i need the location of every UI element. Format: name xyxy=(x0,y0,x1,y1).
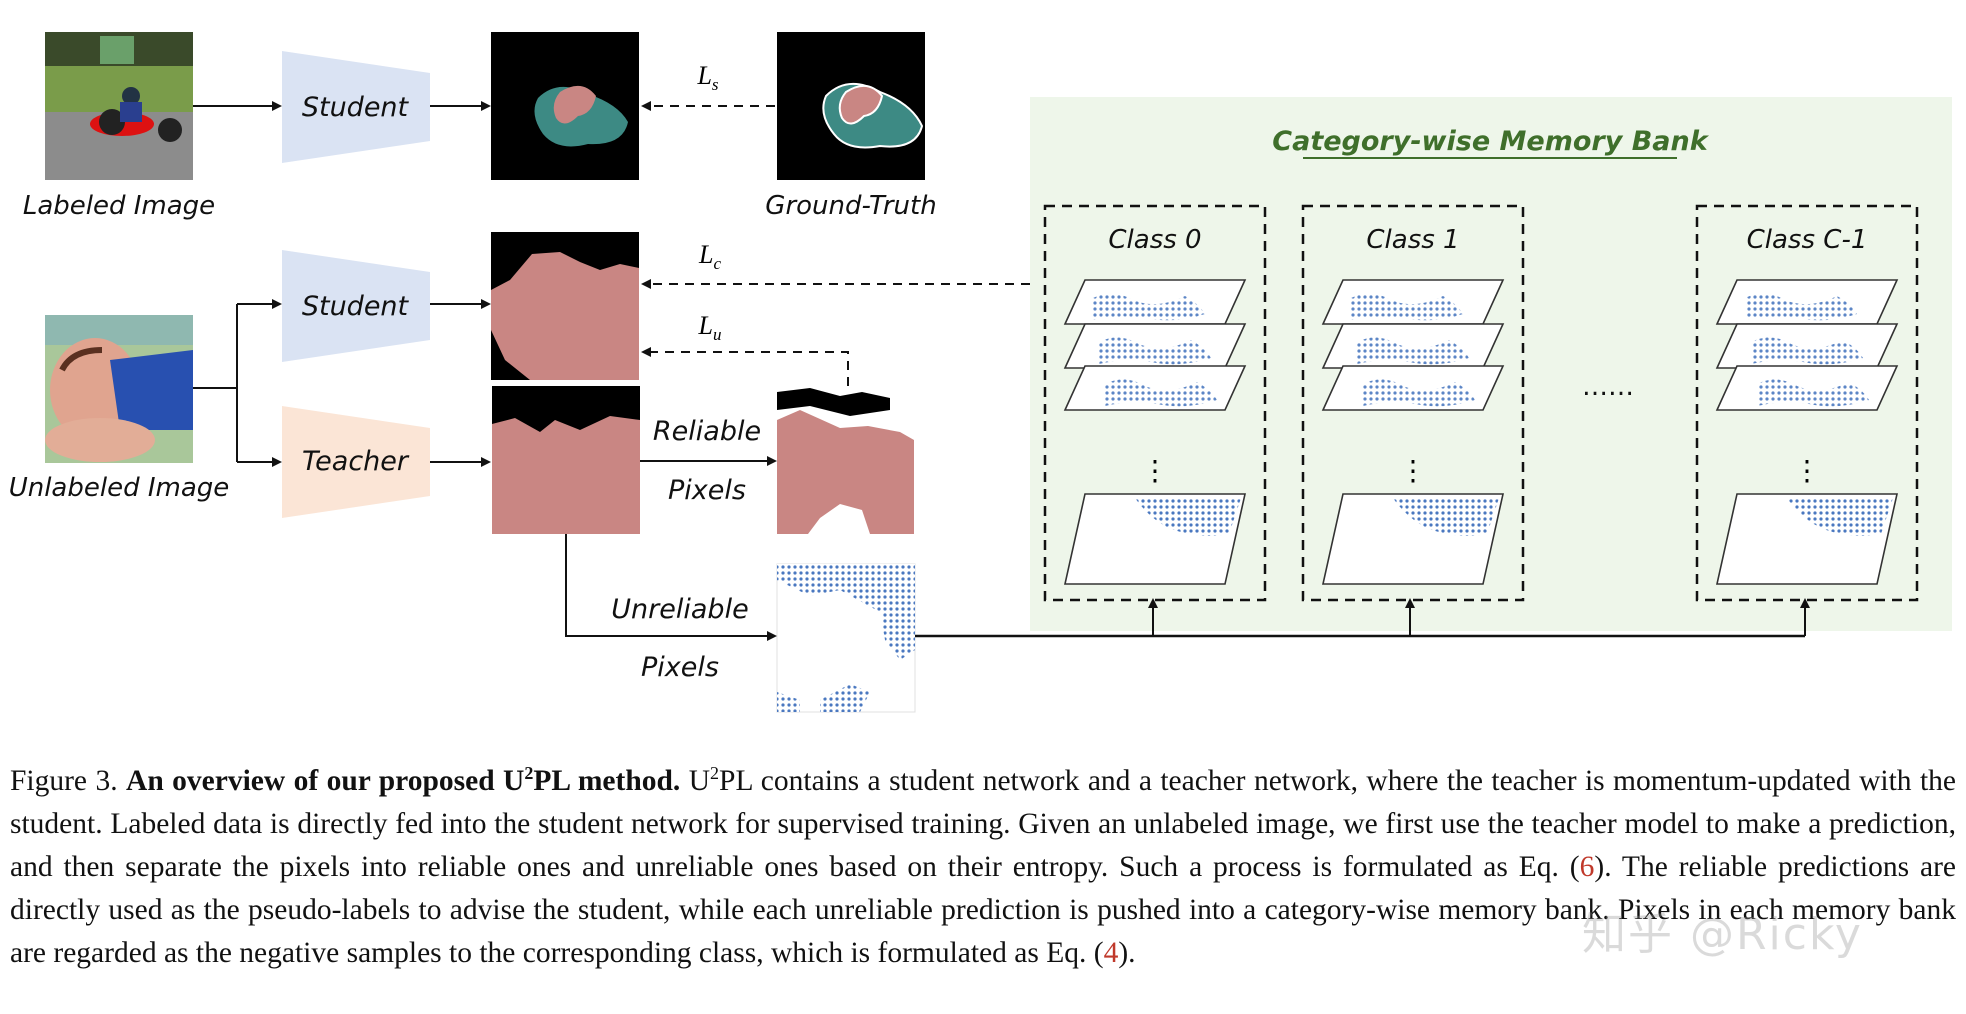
student-labeled-prediction xyxy=(491,32,639,180)
class-0-box: Class 0 ⋮ xyxy=(1043,204,1267,602)
class-boxes: Class 0 ⋮ Class 1 ⋮ Class C-1 ⋮ xyxy=(1043,204,1919,602)
class-c-1-pixel-blob xyxy=(1745,293,1857,321)
arrow-teacher-to-unreliable xyxy=(565,534,777,641)
class-1-box: Class 1 ⋮ xyxy=(1301,204,1525,602)
class-ellipsis: …… xyxy=(1582,372,1634,402)
caption-title: An overview of our proposed U2PL method. xyxy=(126,763,681,797)
loss-contrastive-label: Lc xyxy=(698,240,721,273)
labeled-image-caption: Labeled Image xyxy=(23,191,215,221)
unreliable-pixels-mask xyxy=(776,563,916,713)
student-mid-label: Student xyxy=(302,291,410,322)
class-1-label: Class 1 xyxy=(1366,225,1459,255)
class-c-1-pixel-blob xyxy=(1751,337,1863,365)
class-0-vdots: ⋮ xyxy=(1141,454,1169,487)
unreliable-label-1: Unreliable xyxy=(611,594,748,625)
ground-truth-caption: Ground-Truth xyxy=(765,191,936,221)
watermark: 知乎 @Ricky xyxy=(1582,909,1863,960)
caption-ref-eq6[interactable]: 6 xyxy=(1579,850,1595,883)
student-network-mid xyxy=(282,250,430,362)
student-network-top xyxy=(282,51,430,163)
class-c-1-box: Class C-1 ⋮ xyxy=(1695,204,1919,602)
class-c-1-label: Class C-1 xyxy=(1747,225,1868,255)
diagram-canvas: Category-wise Memory Bank Labeled Image … xyxy=(9,32,1952,713)
class-1-pixel-blob xyxy=(1351,293,1463,321)
class-1-vdots: ⋮ xyxy=(1399,454,1427,487)
unlabeled-image xyxy=(45,315,193,463)
class-0-bottom-blob xyxy=(1135,498,1241,536)
reliable-label-1: Reliable xyxy=(653,416,761,447)
teacher-label: Teacher xyxy=(302,446,410,477)
loss-unsupervised-label: Lu xyxy=(698,311,722,344)
caption-body: U2PL contains a student network and a te… xyxy=(10,763,1956,969)
class-0-label: Class 0 xyxy=(1108,225,1201,255)
class-1-bottom-blob xyxy=(1393,498,1499,536)
unlabeled-image-caption: Unlabeled Image xyxy=(9,473,230,503)
reliable-pixels-mask xyxy=(777,388,914,534)
class-1-pixel-blob xyxy=(1357,337,1469,365)
class-c-1-bottom-blob xyxy=(1787,498,1893,536)
loss-supervised-label: Ls xyxy=(696,61,718,94)
labeled-image xyxy=(45,32,193,180)
caption-ref-eq4[interactable]: 4 xyxy=(1103,936,1119,969)
class-c-1-vdots: ⋮ xyxy=(1793,454,1821,487)
class-0-pixel-blob xyxy=(1093,293,1205,321)
unreliable-label-2: Pixels xyxy=(641,652,719,683)
student-top-label: Student xyxy=(302,92,410,123)
ground-truth-mask xyxy=(777,32,925,180)
memory-bank-title: Category-wise Memory Bank xyxy=(1272,126,1709,157)
figure-caption: Figure 3. An overview of our proposed U2… xyxy=(10,752,1956,975)
class-1-pixel-blob xyxy=(1363,379,1475,407)
student-unlabeled-prediction xyxy=(491,232,639,380)
teacher-prediction xyxy=(492,386,640,534)
arrow-unsupervised-loss xyxy=(641,347,849,386)
class-0-pixel-blob xyxy=(1105,379,1217,407)
class-c-1-pixel-blob xyxy=(1757,379,1869,407)
caption-figure-number: Figure 3. xyxy=(10,764,118,797)
reliable-label-2: Pixels xyxy=(668,475,746,506)
teacher-network xyxy=(282,406,430,518)
class-0-pixel-blob xyxy=(1099,337,1211,365)
